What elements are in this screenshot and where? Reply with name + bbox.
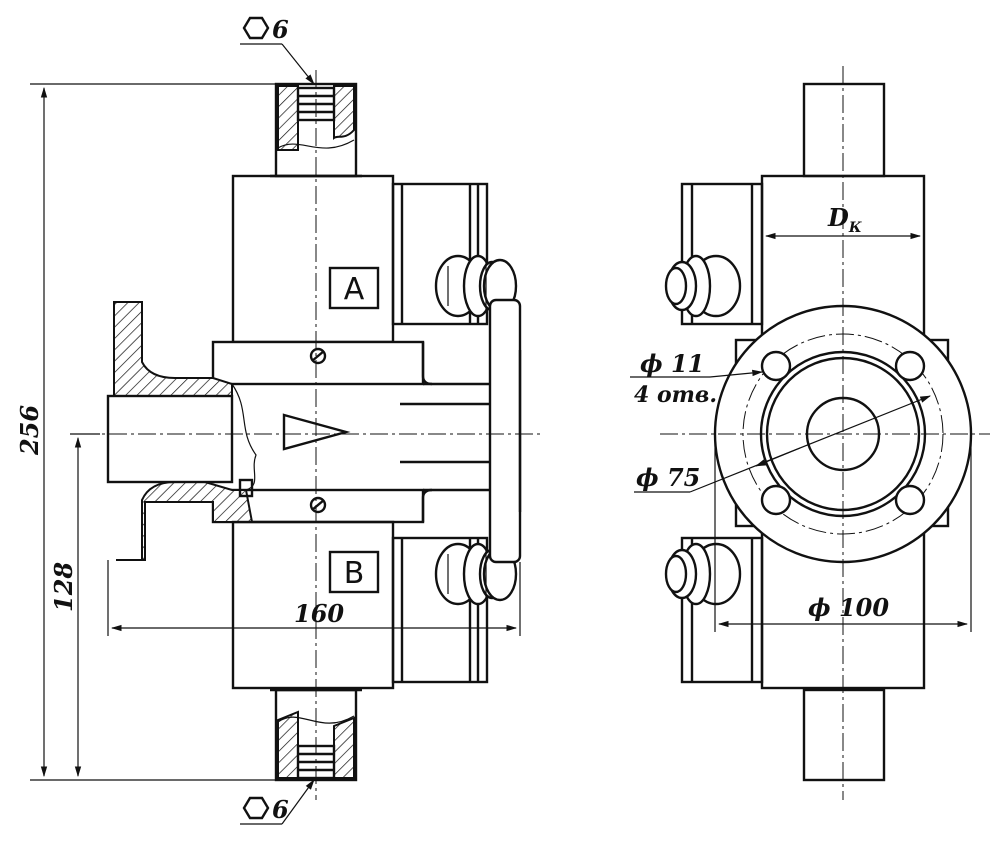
right-top-nozzle: [802, 82, 886, 178]
dim-dk-subscript: К: [848, 220, 862, 236]
flow-arrow: [282, 413, 351, 451]
dimension-256: 256: [15, 83, 276, 781]
dim-dk-label: DК: [827, 203, 862, 236]
dim-256-label: 256: [15, 405, 44, 456]
central-body: [211, 340, 490, 524]
right-upper-clamp: [664, 182, 764, 326]
dimension-flange: ϕ 100: [714, 440, 972, 632]
dimension-bolt-circle: ϕ 75: [634, 395, 932, 493]
left-view: A: [15, 15, 540, 825]
dim-bolt-circle-label: ϕ 75: [636, 463, 700, 492]
chamber-a-label: A: [344, 272, 365, 307]
dim-flange-label: ϕ 100: [808, 593, 889, 622]
lower-clamp-housing: [391, 536, 518, 684]
connecting-link: [488, 298, 522, 564]
chamber-a: A: [231, 174, 395, 344]
dim-holes-label: ϕ 11: [640, 349, 704, 378]
right-view: DК ϕ 11 4 отв. ϕ 75 ϕ 100: [630, 66, 990, 800]
hex-bottom-value: 6: [272, 795, 289, 824]
dimension-dk: DК: [764, 203, 922, 240]
dimension-128: 128: [49, 433, 100, 778]
dim-128-label: 128: [49, 562, 78, 612]
hex-top-value: 6: [272, 15, 289, 44]
hex-callout-bottom: 6: [240, 779, 315, 825]
hex-callout-top: 6: [240, 15, 315, 85]
right-bottom-nozzle: [802, 688, 886, 782]
right-lower-clamp: [664, 536, 764, 684]
dim-160-label: 160: [294, 599, 344, 628]
dimension-holes: ϕ 11 4 отв.: [630, 349, 764, 408]
chamber-b-label: B: [344, 556, 365, 591]
dim-holes-count: 4 отв.: [634, 382, 717, 408]
dimension-160: 160: [107, 560, 521, 636]
left-flange: [106, 301, 257, 561]
